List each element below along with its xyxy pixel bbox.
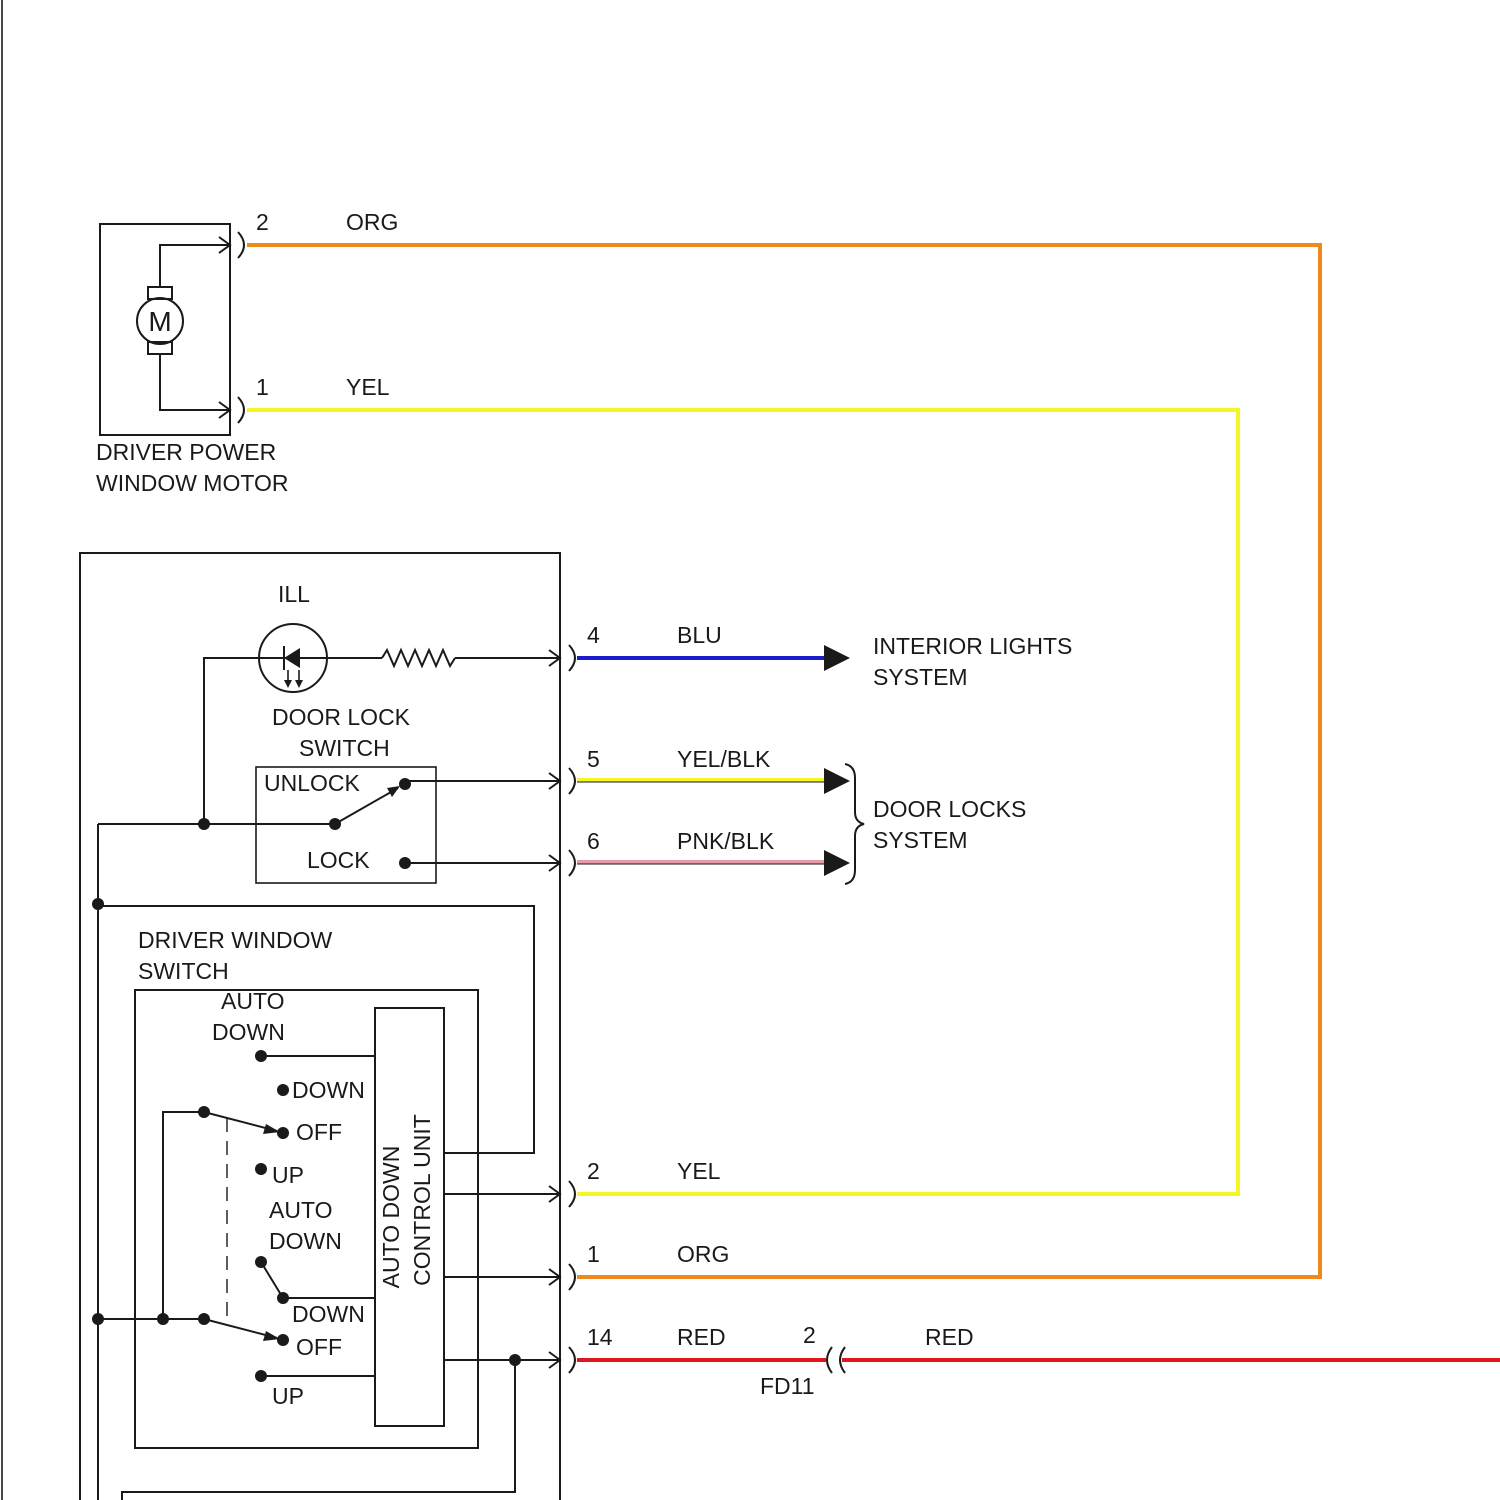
wire-1-color: ORG bbox=[677, 1241, 729, 1267]
contact-dot bbox=[255, 1163, 267, 1175]
rear-up-label: UP bbox=[272, 1383, 304, 1409]
arrow-head-icon bbox=[387, 786, 400, 797]
connector-bracket-icon bbox=[238, 232, 244, 258]
connector-bracket-icon bbox=[238, 397, 244, 423]
interior-lights-line1: INTERIOR LIGHTS bbox=[873, 633, 1072, 659]
connector-bracket-icon bbox=[569, 850, 575, 876]
motor-pin-2: 2 bbox=[256, 209, 269, 235]
front-auto-label: AUTO bbox=[221, 988, 284, 1014]
motor-pin-1: 1 bbox=[256, 374, 269, 400]
motor-label-line1: DRIVER POWER bbox=[96, 439, 276, 465]
contact-dot bbox=[399, 778, 411, 790]
pin-5: 5 bbox=[587, 746, 600, 772]
control-unit-label-2: CONTROL UNIT bbox=[409, 1114, 435, 1286]
arrow-right-icon bbox=[824, 850, 850, 876]
pin-6: 6 bbox=[587, 828, 600, 854]
front-down-label: DOWN bbox=[292, 1077, 365, 1103]
front-auto-down-label: DOWN bbox=[212, 1019, 285, 1045]
rear-auto-down-label: DOWN bbox=[269, 1228, 342, 1254]
ill-wire-left bbox=[204, 658, 259, 824]
ill-label: ILL bbox=[278, 581, 310, 607]
rear-auto-link bbox=[261, 1262, 283, 1298]
junction-dot bbox=[157, 1313, 169, 1325]
interior-lights-line2: SYSTEM bbox=[873, 664, 968, 690]
connector-bracket-icon bbox=[569, 1181, 575, 1207]
pin-1: 1 bbox=[587, 1241, 600, 1267]
driver-power-window-motor: M 2 ORG 1 YEL DRIVER POWER WINDOW MOTOR bbox=[96, 209, 398, 496]
junction-dot bbox=[198, 818, 210, 830]
resistor-icon bbox=[382, 650, 455, 666]
motor-wire-1-color: YEL bbox=[346, 374, 390, 400]
front-up-label: UP bbox=[272, 1162, 304, 1188]
door-locks-line1: DOOR LOCKS bbox=[873, 796, 1026, 822]
wire-2-color: YEL bbox=[677, 1158, 721, 1184]
contact-dot bbox=[277, 1127, 289, 1139]
led-diode-icon bbox=[284, 648, 300, 668]
wire-5-color: YEL/BLK bbox=[677, 746, 771, 772]
motor-symbol: M bbox=[148, 306, 171, 337]
connector-fd11: FD11 bbox=[760, 1373, 815, 1399]
arrow-down-icon bbox=[284, 680, 292, 688]
door-lock-switch-title-1: DOOR LOCK bbox=[272, 704, 411, 730]
connector-bracket-icon bbox=[569, 768, 575, 794]
wire-org bbox=[247, 245, 1320, 1277]
motor-wire-2-color: ORG bbox=[346, 209, 398, 235]
connector-bracket-icon bbox=[569, 1347, 575, 1373]
switch-assembly: ILL DOOR LOCK SWITCH UNLOCK LOCK bbox=[80, 553, 575, 1500]
front-off-label: OFF bbox=[296, 1119, 342, 1145]
power-feed-down bbox=[122, 1360, 515, 1500]
door-locks-line2: SYSTEM bbox=[873, 827, 968, 853]
window-switch-title-2: SWITCH bbox=[138, 958, 229, 984]
wire-yel bbox=[247, 410, 1238, 1194]
wire-after-connector-color: RED bbox=[925, 1324, 974, 1350]
front-switch-feed bbox=[163, 1112, 204, 1319]
arrow-right-icon bbox=[824, 768, 850, 794]
connector-bracket-icon bbox=[569, 1264, 575, 1290]
pin-14: 14 bbox=[587, 1324, 613, 1350]
connector-pin-2: 2 bbox=[803, 1322, 816, 1348]
inline-connector-icon bbox=[827, 1347, 832, 1373]
door-lock-switch-title-2: SWITCH bbox=[299, 735, 390, 761]
destinations: INTERIOR LIGHTS SYSTEM DOOR LOCKS SYSTEM bbox=[845, 633, 1072, 884]
control-unit-label-1: AUTO DOWN bbox=[378, 1146, 404, 1289]
lock-label: LOCK bbox=[307, 847, 370, 873]
rear-down-label: DOWN bbox=[292, 1301, 365, 1327]
rear-off-label: OFF bbox=[296, 1334, 342, 1360]
pin-2: 2 bbox=[587, 1158, 600, 1184]
arrow-down-icon bbox=[295, 680, 303, 688]
window-switch-title-1: DRIVER WINDOW bbox=[138, 927, 333, 953]
rear-auto-label: AUTO bbox=[269, 1197, 332, 1223]
arrow-right-icon bbox=[824, 645, 850, 671]
contact-dot bbox=[277, 1334, 289, 1346]
unlock-label: UNLOCK bbox=[264, 770, 361, 796]
motor-label-line2: WINDOW MOTOR bbox=[96, 470, 289, 496]
pin-4: 4 bbox=[587, 622, 600, 648]
wire-6-color: PNK/BLK bbox=[677, 828, 775, 854]
connector-bracket-icon bbox=[569, 645, 575, 671]
contact-dot bbox=[277, 1084, 289, 1096]
wire-14-color: RED bbox=[677, 1324, 726, 1350]
junction-dot bbox=[92, 898, 104, 910]
junction-dot bbox=[92, 1313, 104, 1325]
wire-labels: 4 BLU 5 YEL/BLK 6 PNK/BLK 2 YEL 1 ORG 14… bbox=[587, 622, 974, 1399]
wire-4-color: BLU bbox=[677, 622, 722, 648]
